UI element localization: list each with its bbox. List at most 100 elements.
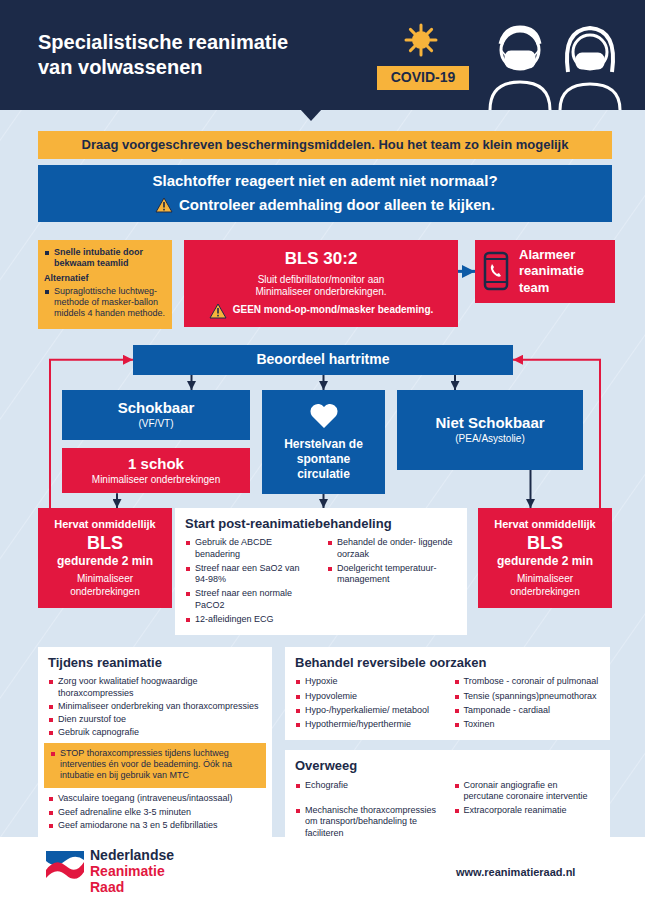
footer-label: Nederlandse: [90, 847, 174, 863]
text-row: Hypo-/hyperkaliemie/ metabool: [295, 705, 442, 716]
text-row: Trombose - coronair of pulmonaal: [454, 676, 601, 687]
text-row: Gebruik capnografie: [48, 727, 262, 738]
box-text: Dien zuurstof toe: [58, 714, 126, 724]
box-text: Snelle intubatie door bekwaam teamlid: [54, 247, 143, 268]
text-row: Hervat onmiddellijk: [46, 518, 164, 532]
text-row: Doelgericht temperatuur- management: [327, 563, 457, 586]
box-text: Streef naar een SaO2 van 94-98%: [195, 563, 300, 584]
text-row: Supraglottische luchtweg- methode of mas…: [44, 286, 166, 320]
text-row: Gebruik de ABCDE benadering: [185, 537, 315, 560]
text-row: Hervat onmiddellijk: [486, 518, 604, 532]
box-text: Hypovolemie: [305, 691, 357, 701]
box-text: Alarmeer reanimatie team: [519, 247, 607, 296]
box-text: Streef naar een normale PaCO2: [195, 588, 292, 609]
box-text: Minimaliseer onderbrekingen.: [255, 286, 386, 297]
text-row: GEEN mond-op-mond/masker beademing.: [192, 303, 450, 319]
text-row: Alarmeer reanimatie team: [483, 247, 607, 296]
box-text: BLS: [87, 533, 123, 553]
text-row: Controleer ademhaling door alleen te kij…: [46, 196, 604, 215]
box-text: BLS: [527, 533, 563, 553]
box-text: Zorg voor kwalitatief hoogwaardige thora…: [58, 676, 198, 697]
box-text: Tijdens reanimatie: [48, 655, 162, 670]
text-row: BLS: [486, 532, 604, 555]
box-text: Schokbaar: [118, 399, 195, 416]
flow-box: Snelle intubatie door bekwaam teamlidAlt…: [38, 240, 172, 329]
text-row: Draag voorgeschreven beschermingsmiddele…: [46, 137, 604, 153]
flow-arrow: [323, 375, 325, 391]
text-row: BLS: [46, 532, 164, 555]
text-row: COVID-19: [391, 69, 456, 87]
box-text: Herstelvan de spontane circulatie: [270, 437, 377, 482]
box-text: Behandel reversibele oorzaken: [295, 655, 486, 670]
box-text: Toxinen: [464, 719, 495, 729]
flow-box: Schokbaar (VF/VT): [62, 390, 250, 440]
header-band: [0, 0, 645, 110]
text-row: STOP thoraxcompressies tijdens luchtweg …: [50, 748, 260, 782]
text-row: gedurende 2 min: [486, 554, 604, 569]
panel-texture: [0, 110, 645, 837]
box-text: Hypo-/hyperkaliemie/ metabool: [305, 705, 429, 715]
box-text: Trombose - coronair of pulmonaal: [464, 676, 599, 686]
flow-arrow: [458, 270, 475, 273]
box-text: Minimaliseer onderbrekingen: [70, 573, 140, 597]
footer-label: Raad: [90, 879, 124, 895]
box-text: Hypothermie/hyperthermie: [305, 719, 411, 729]
flow-box: Behandel reversibele oorzakenHypoxieHypo…: [285, 647, 610, 740]
box-text: Slachtoffer reageert niet en ademt niet …: [152, 172, 497, 189]
text-row: Mechanische thoraxcompressies om transpo…: [295, 805, 442, 839]
masked-man: [490, 28, 550, 110]
box-text: Alternatief: [44, 273, 89, 283]
text-row: Behandel reversibele oorzaken: [295, 655, 600, 671]
flow-arrow: [116, 493, 118, 508]
header-pointer: [300, 109, 322, 121]
box-text: Beoordeel hartritme: [256, 351, 389, 367]
text-row: Minimaliseer onderbrekingen: [46, 573, 164, 598]
text-row: Dien zuurstof toe: [48, 714, 262, 725]
flow-box: Hervat onmiddellijkBLSgedurende 2 minMin…: [38, 508, 172, 608]
warning-icon: [155, 197, 173, 213]
text-row: Slachtoffer reageert niet en ademt niet …: [46, 172, 604, 191]
flow-box: STOP thoraxcompressies tijdens luchtweg …: [44, 743, 266, 789]
box-text: Hervat onmiddellijk: [54, 518, 155, 530]
box-text: gedurende 2 min: [497, 554, 593, 568]
text-row: (VF/VT): [70, 418, 242, 431]
text-row: Coronair angiografie en percutane corona…: [454, 780, 601, 803]
text-row: Sluit defibrillator/monitor aan: [192, 274, 450, 287]
text-row: Hypothermie/hyperthermie: [295, 719, 442, 730]
text-row: Hypovolemie: [295, 691, 442, 702]
box-text: (PEA/Asystolie): [455, 433, 524, 444]
text-row: Geef adrenaline elke 3-5 minuten: [48, 807, 262, 818]
warning-icon: [209, 303, 227, 319]
flow-arrow: [323, 494, 325, 508]
text-row: Snelle intubatie door bekwaam teamlid: [44, 247, 166, 270]
text-row: Tamponade - cardiaal: [454, 705, 601, 716]
footer-label: www.reanimatieraad.nl: [456, 866, 575, 878]
box-text: Gebruik capnografie: [58, 727, 139, 737]
flow-box: COVID-19: [377, 66, 469, 90]
box-text: Mechanische thoraxcompressies om transpo…: [305, 805, 436, 838]
flow-arrow: [454, 375, 456, 391]
flow-box: Start post-reanimatiebehandelingGebruik …: [175, 508, 467, 635]
flow-box: 1 schokMinimaliseer onderbrekingen: [62, 448, 250, 493]
text-row: Streef naar een normale PaCO2: [185, 588, 315, 611]
box-text: Niet Schokbaar: [435, 414, 544, 431]
bullet-grid: EchografieMechanische thoraxcompressies …: [295, 780, 600, 841]
bullet-grid: HypoxieHypovolemieHypo-/hyperkaliemie/ m…: [295, 676, 600, 732]
box-text: Hypoxie: [305, 676, 338, 686]
flow-box: Hervat onmiddellijkBLSgedurende 2 minMin…: [478, 508, 612, 608]
text-row: Geef amiodarone na 3 en 5 defibrillaties: [48, 820, 262, 831]
text-row: Minimaliseer onderbrekingen.: [192, 286, 450, 299]
flow-box: Beoordeel hartritme: [133, 345, 513, 375]
panel-ground: [0, 110, 645, 837]
box-text: (VF/VT): [139, 418, 174, 429]
box-text: Minimaliseer onderbrekingen: [510, 573, 580, 597]
box-text: Start post-reanimatiebehandeling: [185, 516, 392, 531]
flow-box: Alarmeer reanimatie team: [475, 240, 615, 303]
box-text: Extracorporale reanimatie: [464, 805, 567, 815]
flow-box: Niet Schokbaar (PEA/Asystolie): [397, 390, 583, 470]
box-text: BLS 30:2: [285, 249, 358, 268]
text-row: Alternatief: [44, 273, 166, 284]
box-text: COVID-19: [391, 69, 456, 85]
flow-box: Draag voorgeschreven beschermingsmiddele…: [38, 131, 612, 159]
